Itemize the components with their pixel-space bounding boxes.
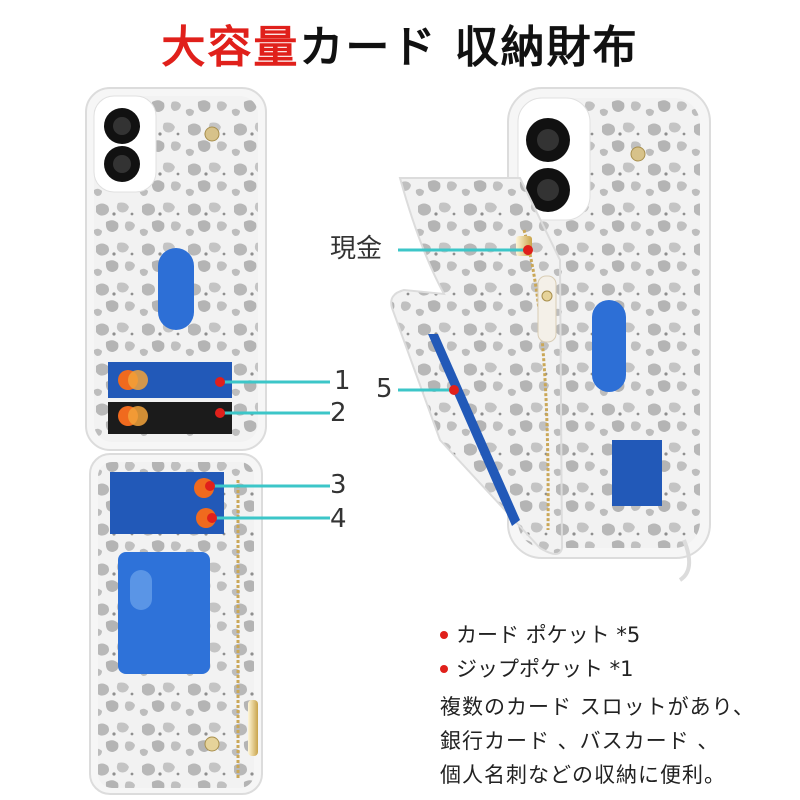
callout-label-cash: 現金	[330, 234, 383, 264]
callout-label-2: 2	[330, 398, 347, 428]
bullet-dot-icon	[440, 665, 448, 673]
callout-label-1: 1	[334, 366, 351, 396]
feature-text: ジップポケット *1	[456, 657, 634, 681]
callout-dots	[205, 245, 533, 523]
description: 複数のカード スロットがあり、 銀行カード 、バスカード 、 個人名刺などの収納…	[440, 690, 790, 792]
right-wallet-flap	[390, 177, 564, 555]
callout-label-3: 3	[330, 470, 347, 500]
title-highlight: 大容量	[161, 22, 300, 73]
feature-list: カード ポケット *5 ジップポケット *1 複数のカード スロットがあり、 銀…	[440, 618, 790, 792]
description-line: 個人名刺などの収納に便利。	[440, 763, 726, 787]
feature-item: カード ポケット *5	[440, 618, 790, 652]
callout-label-4: 4	[330, 504, 347, 534]
left-phone-case	[85, 87, 267, 451]
description-line: 銀行カード 、バスカード 、	[440, 729, 720, 753]
bullet-dot-icon	[440, 631, 448, 639]
callout-label-5: 5	[376, 374, 393, 404]
page-title: 大容量カード 収納財布	[0, 18, 800, 78]
feature-text: カード ポケット *5	[456, 623, 641, 647]
right-phone-case	[507, 87, 711, 582]
callout-lines	[210, 248, 528, 520]
title-rest: カード 収納財布	[299, 22, 639, 73]
left-wallet-flap	[89, 453, 263, 795]
description-line: 複数のカード スロットがあり、	[440, 695, 755, 719]
feature-item: ジップポケット *1	[440, 652, 790, 686]
